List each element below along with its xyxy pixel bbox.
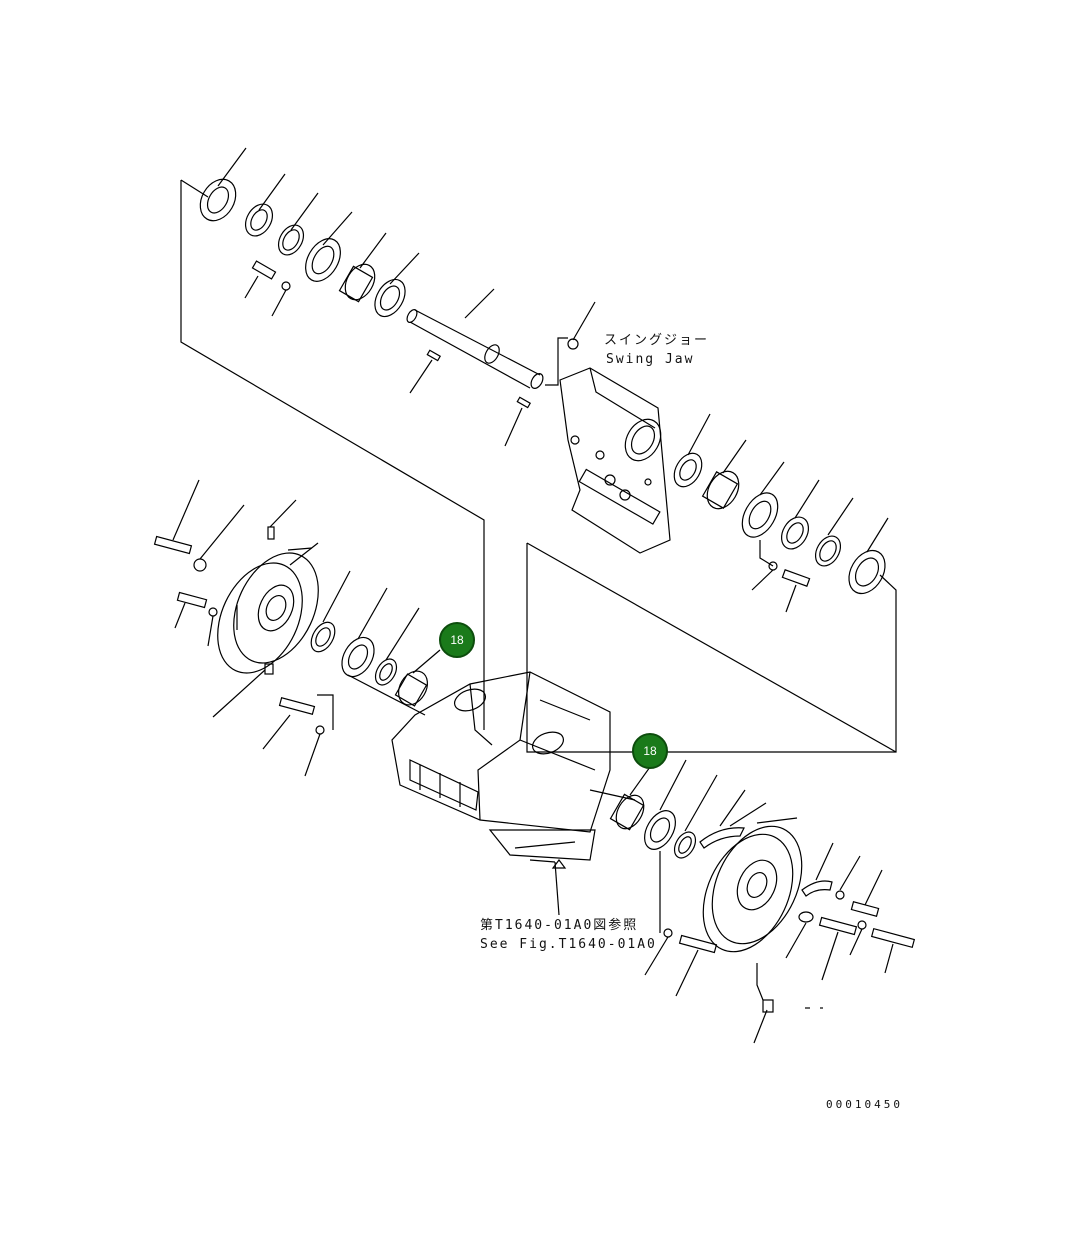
callout-18-right[interactable]: 18 — [632, 733, 668, 769]
top-bearing-stack — [199, 178, 406, 318]
left-flywheel — [153, 479, 319, 718]
central-frame — [391, 671, 636, 916]
main-shaft — [406, 288, 596, 447]
right-bearing-stack — [673, 413, 889, 613]
swing-jaw — [559, 367, 671, 554]
ring-2 — [244, 203, 274, 237]
top-assembly-frame — [180, 179, 897, 753]
bearing-4 — [305, 238, 341, 282]
right-flywheel — [609, 759, 916, 1044]
swing-jaw-label-en: Swing Jaw — [606, 352, 695, 367]
see-fig-label-en: See Fig.T1640-01A0 — [480, 937, 657, 952]
seal-6 — [374, 278, 406, 318]
see-fig-label-jp: 第T1640-01A0図参照 — [480, 918, 639, 933]
swing-jaw-label-jp: スイングジョー — [604, 333, 710, 348]
callout-18-left[interactable]: 18 — [439, 622, 475, 658]
ring-3 — [277, 224, 305, 256]
left-seal-stack — [262, 570, 441, 777]
drawing-number: 00010450 — [826, 1098, 903, 1111]
seal-ring-1 — [199, 178, 237, 222]
top-leaders — [217, 147, 420, 317]
